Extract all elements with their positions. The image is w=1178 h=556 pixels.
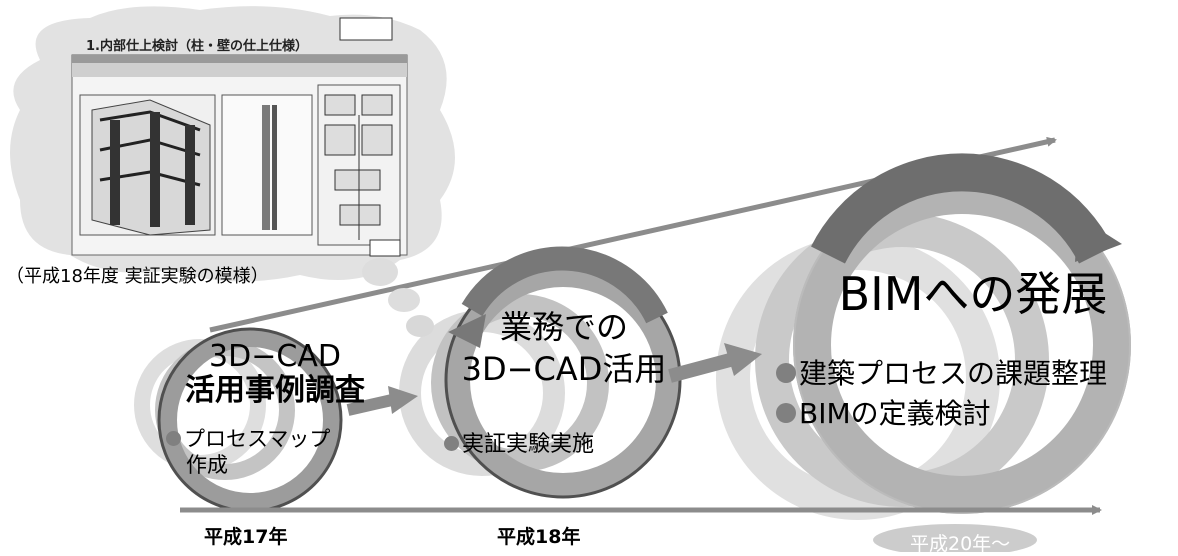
stage1-title: 3D−CAD 活用事例調査 [150, 340, 400, 408]
year-label-stage3: 平成20年〜 [910, 533, 1011, 555]
year-label-stage1: 平成17年 [204, 526, 288, 548]
screenshot-heading: 1.内部仕上検討（柱・壁の仕上仕様） [86, 38, 308, 54]
bullet-dot-icon [444, 435, 459, 451]
stage1-bullet-line2: 作成 [186, 453, 228, 477]
year-pill [873, 524, 1037, 552]
stage2-bullet: 実証実験実施 [444, 426, 594, 458]
ring-stage1 [134, 327, 343, 513]
stage2-title-line1: 業務での [499, 308, 628, 346]
stage3-bullet-1-text: 建築プロセスの課題整理 [799, 357, 1108, 390]
bullet-dot-icon [776, 403, 796, 423]
cad-screenshot: 1.内部仕上検討（柱・壁の仕上仕様） [71, 17, 408, 257]
ring-stage2 [399, 246, 682, 499]
arrow-stage2-to-3 [668, 343, 762, 383]
stage2-title: 業務での 3D−CAD活用 [434, 306, 694, 390]
arrow-stage1-to-2 [346, 386, 418, 416]
stage1-bullet-line1: プロセスマップ [184, 427, 331, 451]
stage1-title-line2: 活用事例調査 [185, 373, 365, 408]
stage1-bullet: プロセスマップ 作成 [166, 426, 330, 478]
stage2-bullet-text: 実証実験実施 [462, 432, 595, 457]
thought-caption: （平成18年度 実証実験の模様） [6, 266, 269, 287]
stage3-bullet-2-text: BIMの定義検討 [799, 397, 991, 430]
bullet-dot-icon [166, 430, 181, 446]
stage3-title: BIMへの発展 [838, 267, 1108, 321]
stage2-title-line2: 3D−CAD活用 [461, 350, 667, 388]
year-label-stage2: 平成18年 [497, 526, 581, 548]
stage3-bullet-1: 建築プロセスの課題整理 [776, 352, 1107, 392]
ring-stage3 [716, 153, 1131, 520]
stage3-bullet-2: BIMの定義検討 [776, 392, 991, 432]
stage1-title-line1: 3D−CAD [209, 339, 341, 374]
bullet-dot-icon [776, 363, 796, 383]
